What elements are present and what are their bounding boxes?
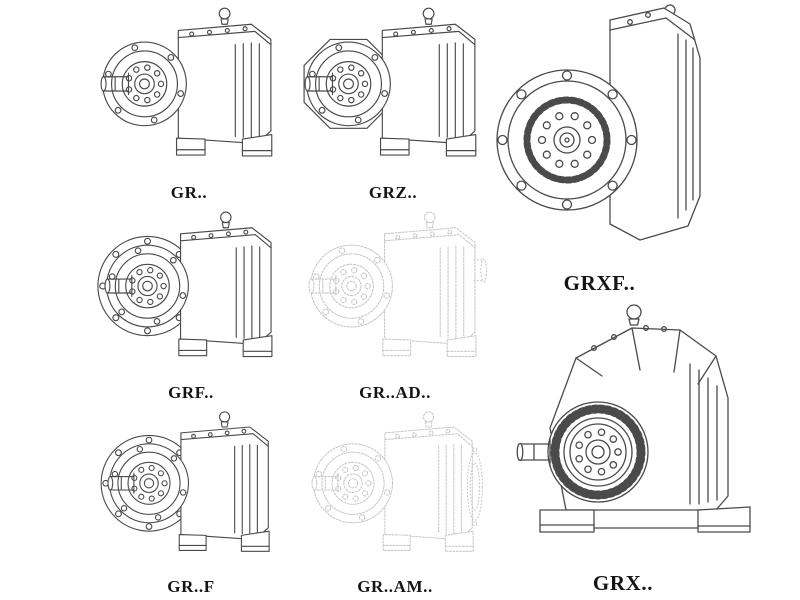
figure-grfoot: GR..F [88, 406, 294, 600]
figure-caption-grad: GR..AD.. [359, 383, 431, 402]
gearbox-drawing-grad [308, 211, 488, 358]
gearbox-drawing-grx [494, 300, 752, 570]
gearbox-drawing-gram [311, 411, 483, 552]
figure-grad: GR..AD.. [288, 206, 502, 406]
figure-caption-grx: GRX.. [592, 570, 654, 595]
figure-gram: GR..AM.. [288, 406, 502, 600]
figure-grxf: GRXF.. [492, 0, 707, 296]
figure-caption-grz: GRZ.. [368, 183, 418, 202]
figure-caption-gr: GR.. [170, 183, 208, 202]
figure-caption-grfoot: GR..F [167, 577, 215, 596]
gearbox-drawing-grfoot [100, 411, 270, 552]
gearbox-drawing-grz [303, 7, 477, 157]
gearbox-drawing-gr [100, 7, 273, 157]
gearbox-drawing-grxf [492, 0, 707, 270]
figure-caption-gram: GR..AM.. [357, 577, 433, 596]
figure-gr: GR.. [86, 2, 292, 206]
figure-caption-grxf: GRXF.. [563, 270, 636, 295]
figure-caption-grf: GRF.. [168, 383, 214, 402]
figure-grf: GRF.. [88, 206, 294, 406]
gearbox-drawing-grf [97, 211, 273, 358]
figure-grz: GRZ.. [292, 2, 494, 206]
figure-grx: GRX.. [494, 300, 752, 596]
